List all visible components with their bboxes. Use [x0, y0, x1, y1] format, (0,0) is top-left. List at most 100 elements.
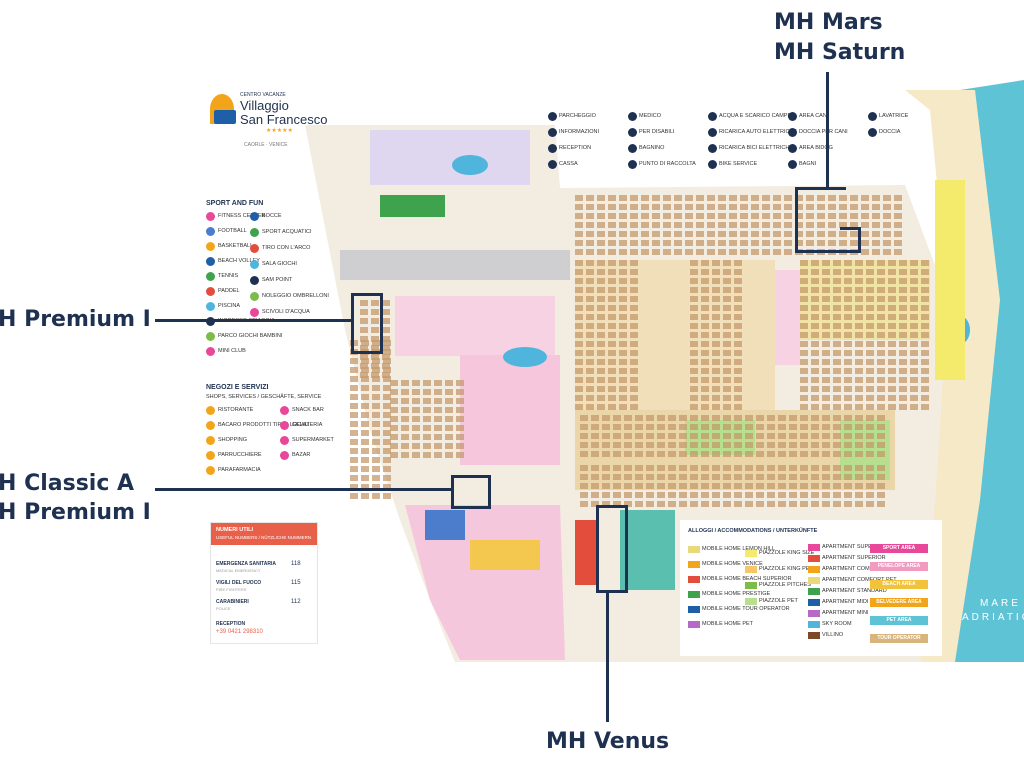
- pitch-marker: [756, 442, 764, 448]
- pitch-marker: [762, 222, 770, 228]
- pitch-marker: [412, 434, 420, 440]
- service-label: INFORMAZIONI: [559, 129, 600, 135]
- pitch-marker: [586, 296, 594, 302]
- pitch-marker: [844, 465, 852, 471]
- pitch-marker: [597, 305, 605, 311]
- sport-item-label: BEACH VOLLEY: [218, 258, 260, 264]
- pitch-marker: [372, 376, 380, 382]
- pitch-marker: [630, 231, 638, 237]
- pitch-marker: [701, 359, 709, 365]
- pitch-marker: [811, 474, 819, 480]
- pitch-marker: [619, 359, 627, 365]
- pitch-marker: [707, 249, 715, 255]
- pitch-marker: [624, 433, 632, 439]
- pink-zone-1: [395, 296, 555, 356]
- pitch-marker: [613, 474, 621, 480]
- pitch-marker: [921, 287, 929, 293]
- pitch-marker: [608, 350, 616, 356]
- pitch-marker: [888, 269, 896, 275]
- pitch-marker: [817, 195, 825, 201]
- pitch-marker: [630, 350, 638, 356]
- pitch-marker: [866, 296, 874, 302]
- pitch-marker: [412, 398, 420, 404]
- pitch-marker: [833, 492, 841, 498]
- pitch-marker: [690, 314, 698, 320]
- pitch-marker: [624, 465, 632, 471]
- pitch-marker: [773, 231, 781, 237]
- pitch-marker: [888, 305, 896, 311]
- pitch-marker: [751, 231, 759, 237]
- pitch-marker: [591, 501, 599, 507]
- pitch-marker: [401, 416, 409, 422]
- pitch-marker: [608, 368, 616, 374]
- pitch-marker: [712, 395, 720, 401]
- pitch-marker: [445, 425, 453, 431]
- pitch-marker: [839, 231, 847, 237]
- pitch-marker: [701, 442, 709, 448]
- pitch-marker: [701, 404, 709, 410]
- acc-swatch: [808, 544, 820, 551]
- pitch-marker: [646, 474, 654, 480]
- pitch-marker: [806, 231, 814, 237]
- shop-icon: [206, 421, 215, 430]
- pitch-marker: [844, 386, 852, 392]
- pitch-marker: [591, 474, 599, 480]
- pitch-marker: [619, 323, 627, 329]
- sport-item-label: BOCCE: [262, 213, 282, 219]
- pitch-marker: [701, 314, 709, 320]
- pitch-marker: [382, 300, 390, 306]
- pitch-marker: [844, 404, 852, 410]
- pitch-marker: [597, 314, 605, 320]
- shop-icon: [206, 466, 215, 475]
- pitch-marker: [740, 213, 748, 219]
- pitch-marker: [445, 389, 453, 395]
- pitch-marker: [718, 249, 726, 255]
- pitch-marker: [789, 474, 797, 480]
- pitch-marker: [734, 424, 742, 430]
- callout-mh-venus: MH Venus: [546, 729, 670, 754]
- service-label: RICARICA AUTO ELETTRICHE: [719, 129, 798, 135]
- pitch-marker: [630, 213, 638, 219]
- pitch-marker: [855, 359, 863, 365]
- pitch-marker: [361, 385, 369, 391]
- service-label: BAGNI: [799, 161, 817, 167]
- pitch-marker: [696, 195, 704, 201]
- pitch-marker: [806, 240, 814, 246]
- pitch-marker: [586, 341, 594, 347]
- pitch-marker: [822, 415, 830, 421]
- pitch-marker: [635, 451, 643, 457]
- pitch-marker: [899, 260, 907, 266]
- pitch-marker: [401, 407, 409, 413]
- pitch-marker: [608, 195, 616, 201]
- pitch-marker: [619, 204, 627, 210]
- pitch-marker: [575, 404, 583, 410]
- pitch-marker: [877, 341, 885, 347]
- pitch-marker: [575, 278, 583, 284]
- pitch-marker: [817, 204, 825, 210]
- pitch-marker: [663, 222, 671, 228]
- pitch-marker: [383, 403, 391, 409]
- pitch-marker: [575, 260, 583, 266]
- pitch-marker: [822, 368, 830, 374]
- pitch-marker: [855, 332, 863, 338]
- pitch-marker: [690, 287, 698, 293]
- pitch-marker: [602, 451, 610, 457]
- pitch-marker: [580, 465, 588, 471]
- pitch-marker: [778, 483, 786, 489]
- pitch-marker: [866, 465, 874, 471]
- pitch-marker: [619, 287, 627, 293]
- highlight-premium: [351, 293, 383, 354]
- pitch-marker: [762, 213, 770, 219]
- pitch-marker: [630, 222, 638, 228]
- pitch-marker: [701, 341, 709, 347]
- pitch-marker: [619, 249, 627, 255]
- pitch-marker: [729, 204, 737, 210]
- pitch-marker: [668, 415, 676, 421]
- pitch-marker: [679, 433, 687, 439]
- pitch-marker: [811, 305, 819, 311]
- pitch-marker: [663, 213, 671, 219]
- pitch-marker: [360, 363, 368, 369]
- acc-swatch: [808, 555, 820, 562]
- pitch-marker: [624, 424, 632, 430]
- pitch-marker: [723, 260, 731, 266]
